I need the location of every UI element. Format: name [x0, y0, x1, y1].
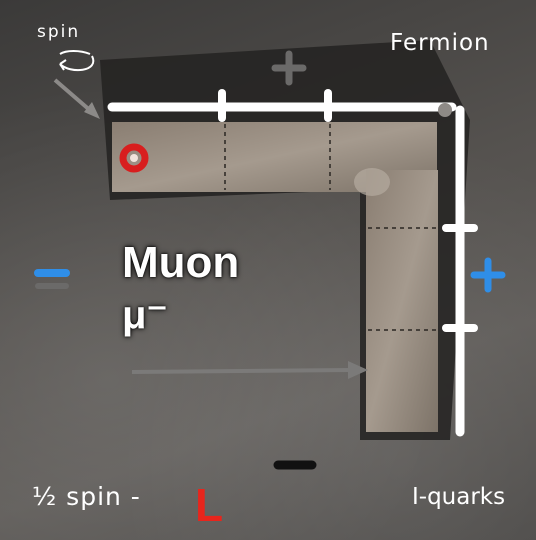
curved-spin-arrow-icon [59, 50, 95, 72]
plus-sign-top [271, 50, 307, 86]
metal-l-bracket [112, 122, 438, 432]
red-ring-marker [119, 143, 149, 173]
minus-sign-left [34, 269, 70, 289]
grey-arrow-to-block [131, 361, 368, 379]
half-spin-label: ½ spin - [32, 482, 141, 511]
particle-symbol-label: μ⁻ [122, 293, 168, 337]
particle-name-label: Muon [122, 238, 240, 287]
spin-label: spin [37, 22, 81, 42]
axis-corner-knob [438, 103, 452, 117]
handedness-letter: L [195, 479, 224, 531]
quarks-label: I-quarks [412, 484, 506, 510]
pointer-arrow-icon [53, 78, 100, 119]
plus-sign-right [470, 257, 506, 293]
fermion-label: Fermion [390, 30, 490, 56]
axis-lines [107, 89, 478, 437]
